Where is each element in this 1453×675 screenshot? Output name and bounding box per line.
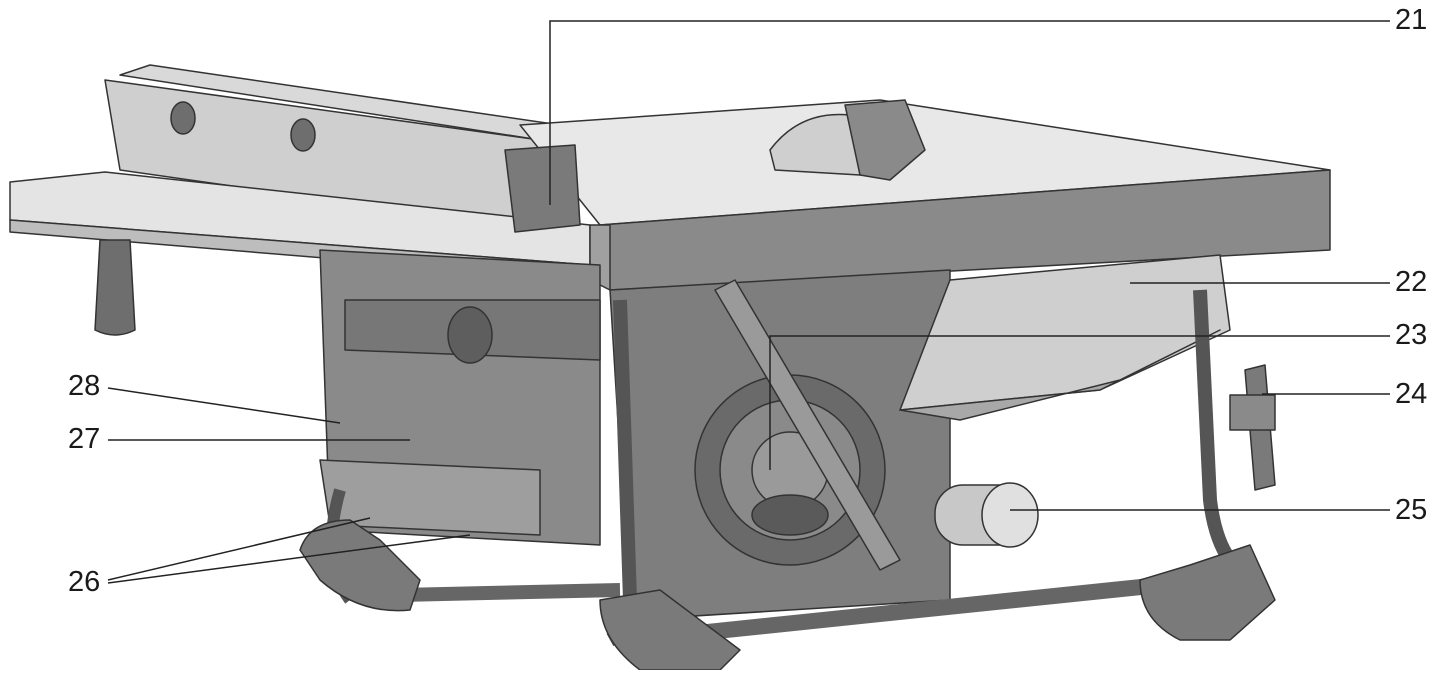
motor-end: [447, 306, 493, 364]
bevel-arm: [714, 279, 901, 571]
leader-26b: [107, 534, 471, 584]
leader-lines: [107, 20, 1390, 584]
leader-23: [769, 335, 1390, 470]
callout-26: 26: [68, 566, 101, 598]
callout-27: 27: [68, 423, 101, 455]
side-bracket-plate: [1229, 394, 1276, 431]
leader-28: [107, 387, 341, 424]
foot-left: [299, 519, 421, 612]
callout-22: 22: [1395, 266, 1428, 298]
leader-26a: [107, 517, 371, 581]
wheel-knob: [751, 494, 829, 536]
fence-lock: [504, 144, 581, 233]
foot-front: [599, 589, 741, 671]
foot-right: [1139, 544, 1276, 641]
carry-handle: [94, 239, 136, 336]
rail-knob-left: [170, 101, 196, 135]
dust-chute: [899, 254, 1231, 411]
chute-underside: [899, 329, 1221, 421]
leader-21: [549, 20, 1390, 205]
front-rail: [629, 577, 1161, 648]
riving-knife: [844, 99, 926, 181]
switch-panel: [319, 459, 541, 536]
callout-21: 21: [1395, 4, 1428, 36]
rail-knob-right: [290, 118, 316, 152]
callout-28: 28: [68, 370, 101, 402]
rear-rail-bottom: [399, 583, 621, 602]
callout-24: 24: [1395, 378, 1428, 410]
callout-23: 23: [1395, 319, 1428, 351]
saw-body: [9, 64, 1331, 671]
dust-port-end: [981, 482, 1039, 548]
callout-25: 25: [1395, 494, 1428, 526]
